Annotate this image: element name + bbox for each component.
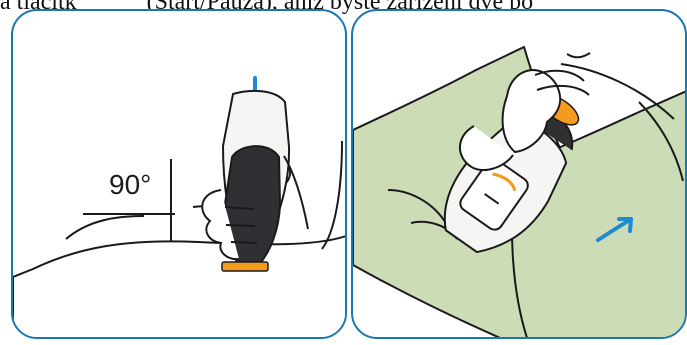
angle-arc bbox=[66, 216, 144, 239]
vertical-insert-illustration: 90° bbox=[13, 11, 347, 339]
navel-mark bbox=[567, 53, 590, 57]
illustration-panel-insert-vertical: 90° bbox=[11, 9, 347, 339]
seat-cushion bbox=[13, 235, 347, 339]
body-side-outline bbox=[322, 141, 342, 249]
illustration-panel-thigh-placement bbox=[351, 9, 687, 339]
device-tip-orange bbox=[222, 262, 268, 271]
thigh-placement-illustration bbox=[353, 11, 687, 339]
angle-label: 90° bbox=[109, 169, 151, 200]
